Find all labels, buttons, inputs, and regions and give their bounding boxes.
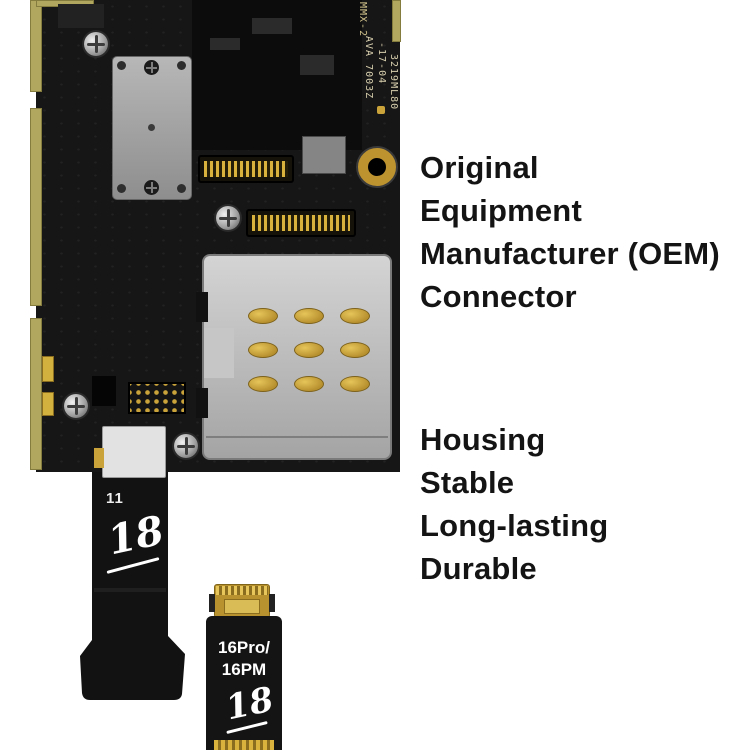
annotation-line: Manufacturer (OEM) bbox=[420, 236, 720, 271]
gold-contact-pad bbox=[340, 308, 370, 324]
small-cable-model-label: 16Pro/ bbox=[218, 638, 270, 657]
ul-logo-icon bbox=[377, 106, 385, 114]
silkscreen-text: AVA 7003Z bbox=[363, 36, 374, 100]
ic-chip bbox=[302, 136, 346, 174]
cable-model-label: 11 bbox=[106, 490, 124, 507]
board-connector bbox=[246, 209, 356, 237]
gold-pad bbox=[42, 392, 54, 416]
gold-pad bbox=[94, 448, 104, 468]
gold-dot-connector bbox=[128, 382, 186, 414]
gold-contact-pad bbox=[294, 308, 324, 324]
annotation-line: Long-lasting bbox=[420, 508, 609, 543]
phillips-screw-icon bbox=[144, 180, 159, 195]
annotation-features: Housing Stable Long-lasting Durable bbox=[420, 418, 608, 590]
annotation-line: Housing bbox=[420, 422, 546, 457]
screw-icon bbox=[84, 32, 108, 56]
shield-dimple bbox=[148, 124, 155, 131]
flex-cable-shape bbox=[80, 468, 185, 700]
gold-ring-coil bbox=[358, 148, 396, 186]
board-connector bbox=[198, 155, 294, 183]
cable-gold-edge bbox=[214, 740, 274, 750]
pcb-edge-plating bbox=[392, 0, 401, 42]
shield-hole bbox=[117, 61, 126, 70]
gold-contact-pad bbox=[340, 342, 370, 358]
connector-clip bbox=[269, 594, 275, 612]
silkscreen-corner-text: MMX-2 bbox=[357, 2, 368, 38]
gold-contact-grid bbox=[248, 308, 370, 392]
silkscreen-text: -17-04 bbox=[376, 42, 387, 85]
gold-contact-pad bbox=[248, 308, 278, 324]
screw-icon bbox=[174, 434, 198, 458]
annotation-line: Equipment bbox=[420, 193, 582, 228]
smd-component bbox=[300, 55, 334, 75]
annotation-line: Connector bbox=[420, 279, 577, 314]
smd-component bbox=[58, 4, 104, 28]
gold-pad bbox=[42, 356, 54, 382]
annotation-oem: Original Equipment Manufacturer (OEM) Co… bbox=[420, 146, 720, 318]
smd-component bbox=[252, 18, 292, 34]
annotation-line: Original bbox=[420, 150, 539, 185]
gold-contact-pad bbox=[248, 342, 278, 358]
connector-pins bbox=[216, 586, 268, 595]
main-flex-cable bbox=[80, 468, 185, 700]
gold-contact-pad bbox=[248, 376, 278, 392]
shield-hole bbox=[177, 61, 186, 70]
housing-clip bbox=[196, 292, 208, 322]
housing-clip bbox=[196, 388, 208, 418]
pcb-edge-plating bbox=[30, 108, 42, 306]
smd-component bbox=[92, 376, 116, 406]
annotation-line: Stable bbox=[420, 465, 515, 500]
screw-icon bbox=[64, 394, 88, 418]
pcb-edge-plating bbox=[30, 0, 42, 92]
small-cable-model-label: 16PM bbox=[221, 660, 267, 679]
housing-seam bbox=[206, 436, 388, 438]
screw-icon bbox=[216, 206, 240, 230]
pcb-edge-plating bbox=[30, 318, 42, 470]
housing-tab bbox=[204, 328, 234, 378]
silkscreen-text: 3219ML80 bbox=[388, 54, 399, 111]
annotation-line: Durable bbox=[420, 551, 537, 586]
shield-hole bbox=[117, 184, 126, 193]
gold-contact-pad bbox=[294, 342, 324, 358]
gold-contact-pad bbox=[294, 376, 324, 392]
phillips-screw-icon bbox=[144, 60, 159, 75]
gold-contact-pad bbox=[340, 376, 370, 392]
small-flex-cable bbox=[206, 616, 282, 750]
white-module bbox=[102, 426, 166, 478]
connector-clip bbox=[209, 594, 215, 612]
connector-core bbox=[224, 599, 260, 614]
cable-sheen bbox=[94, 588, 166, 592]
shield-hole bbox=[177, 184, 186, 193]
smd-component bbox=[210, 38, 240, 50]
